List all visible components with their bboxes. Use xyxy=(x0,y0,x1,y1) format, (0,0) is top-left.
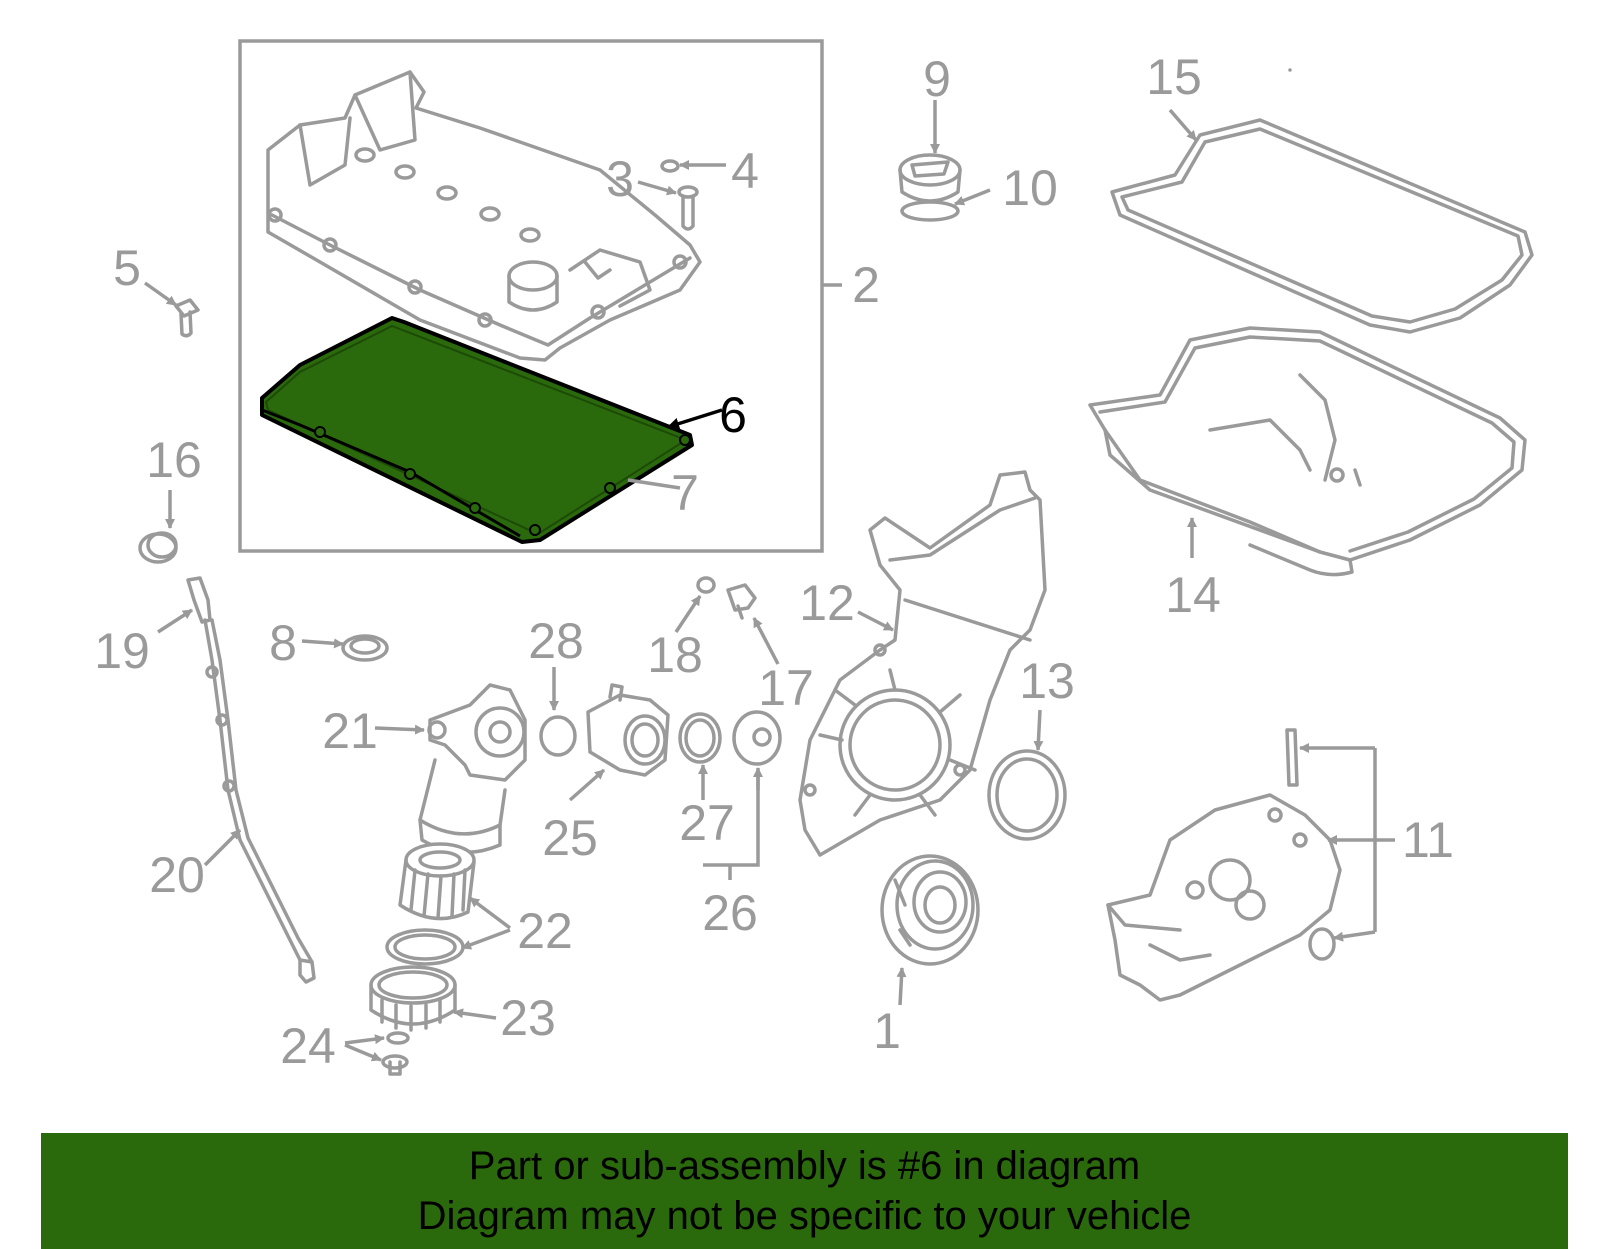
bolt-3 xyxy=(677,185,699,231)
leader-24b xyxy=(344,1043,382,1062)
leader-5 xyxy=(143,281,178,307)
oil-filler-cap-9 xyxy=(898,153,962,222)
leader-17 xyxy=(752,617,780,665)
callout-11: 11 xyxy=(1402,812,1454,868)
bolt-5 xyxy=(174,298,200,338)
valve-cover xyxy=(266,70,702,362)
leader-25 xyxy=(568,768,606,802)
callout-19: 19 xyxy=(94,623,150,679)
leader-3 xyxy=(637,180,677,196)
callout-24: 24 xyxy=(280,1018,336,1074)
oil-cooler-25 xyxy=(586,683,670,777)
callout-4: 4 xyxy=(731,143,759,199)
leader-15 xyxy=(1168,108,1198,142)
callout-25: 25 xyxy=(542,810,598,866)
callout-7: 7 xyxy=(671,465,699,521)
callout-26: 26 xyxy=(702,885,758,941)
dowel-pin-11 xyxy=(1285,728,1299,787)
leader-24a xyxy=(344,1034,385,1045)
callout-22: 22 xyxy=(517,903,573,959)
callout-15: 15 xyxy=(1146,49,1202,105)
callout-1: 1 xyxy=(873,1003,901,1059)
seal-8 xyxy=(341,634,389,662)
dipstick-19 xyxy=(186,576,316,984)
callout-5: 5 xyxy=(113,240,141,296)
leader-20 xyxy=(203,828,242,867)
callout-12: 12 xyxy=(799,575,855,631)
seal-27 xyxy=(678,712,722,764)
seal-13 xyxy=(987,749,1067,841)
callout-17: 17 xyxy=(758,660,814,716)
callout-8: 8 xyxy=(269,615,297,671)
banner-line-2: Diagram may not be specific to your vehi… xyxy=(417,1194,1192,1238)
seal-11 xyxy=(1308,927,1336,961)
leader-12 xyxy=(857,610,894,632)
seal-26 xyxy=(732,710,782,766)
timing-cover-12 xyxy=(798,470,1047,857)
callout-14: 14 xyxy=(1165,567,1221,623)
callout-6[interactable]: 6 xyxy=(719,387,747,443)
leader-10 xyxy=(954,188,991,206)
callout-10: 10 xyxy=(1002,160,1058,216)
leader-21 xyxy=(374,724,425,735)
oil-filter-housing-21 xyxy=(418,683,527,855)
leader-11-bracket xyxy=(1373,748,1395,932)
filter-cap-23 xyxy=(369,965,457,1032)
leader-11c xyxy=(1333,930,1376,942)
leader-7 xyxy=(627,478,681,490)
callout-20: 20 xyxy=(149,847,205,903)
info-banner: Part or sub-assembly is #6 in diagram Di… xyxy=(41,1133,1568,1249)
leader-1 xyxy=(896,967,907,1006)
oil-filter-22 xyxy=(385,842,476,966)
callout-21: 21 xyxy=(322,703,378,759)
callout-9: 9 xyxy=(923,51,951,107)
leader-8 xyxy=(301,638,344,649)
banner-line-1: Part or sub-assembly is #6 in diagram xyxy=(468,1144,1141,1188)
oil-pan-14 xyxy=(1088,326,1527,577)
leader-22b xyxy=(461,928,511,950)
drain-plug-24 xyxy=(381,1031,410,1076)
subassembly-box xyxy=(238,39,824,553)
callout-16: 16 xyxy=(146,432,202,488)
callout-18: 18 xyxy=(647,627,703,683)
leader-26-bracket xyxy=(703,772,760,880)
washer-18 xyxy=(696,576,716,594)
leader-19 xyxy=(157,608,193,634)
leader-6 xyxy=(667,408,723,430)
plug-16 xyxy=(138,531,178,564)
callout-28: 28 xyxy=(528,613,584,669)
leader-13 xyxy=(1033,709,1044,751)
grommet-4 xyxy=(660,159,680,173)
leader-18 xyxy=(674,595,702,633)
callout-23: 23 xyxy=(500,990,556,1046)
callout-3: 3 xyxy=(606,151,634,207)
leader-22a xyxy=(468,896,512,930)
gasket-highlighted-part-6[interactable] xyxy=(260,316,694,544)
leader-23 xyxy=(453,1008,497,1020)
callout-13: 13 xyxy=(1019,653,1075,709)
housing-11 xyxy=(1106,68,1342,1002)
pulley-1 xyxy=(880,854,980,966)
o-ring-28 xyxy=(539,715,577,757)
oil-pan-gasket-15 xyxy=(1110,118,1534,334)
callout-2: 2 xyxy=(852,257,880,313)
sensor-17 xyxy=(726,583,757,620)
callout-27: 27 xyxy=(679,795,735,851)
